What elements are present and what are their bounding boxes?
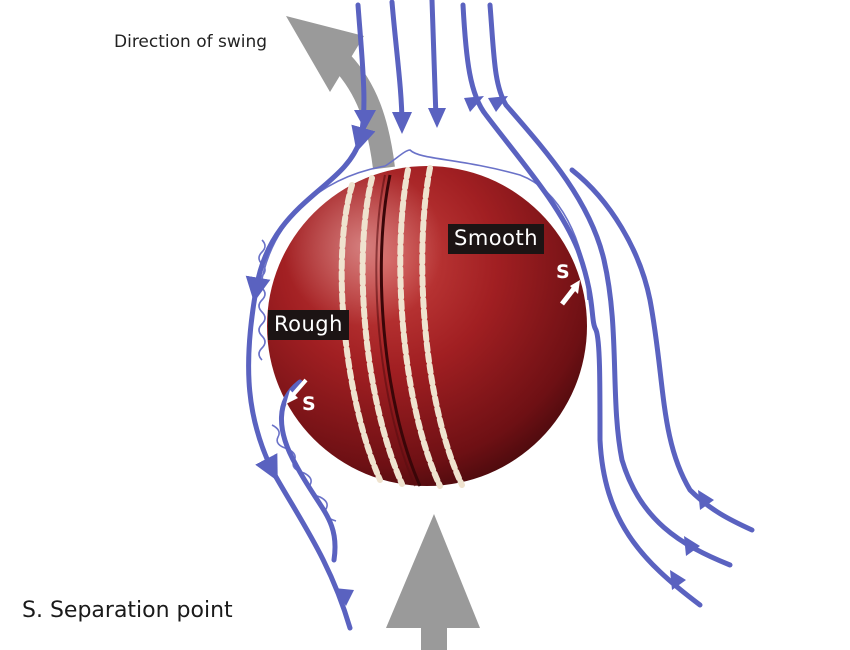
separation-arrow-left-icon <box>286 378 308 404</box>
separation-point-right: S <box>556 261 570 283</box>
incoming-air-arrow-icon <box>386 514 480 650</box>
direction-of-swing-label: Direction of swing <box>114 32 268 52</box>
streamline-top-1 <box>389 0 405 128</box>
legend-separation-point: S. Separation point <box>22 598 233 623</box>
streamline-top-2 <box>429 0 439 121</box>
swing-direction-arrow-icon <box>286 16 395 170</box>
streamline-right-middle <box>487 2 733 568</box>
streamline-right-inner <box>460 2 703 608</box>
smooth-label: Smooth <box>448 224 545 254</box>
streamline-arrowheads <box>334 96 714 606</box>
streamline-right-outer <box>569 167 755 533</box>
rough-label: Rough <box>268 310 349 340</box>
separation-arrow-right-icon <box>560 280 580 306</box>
separation-point-left: S <box>302 393 316 415</box>
streamline-left-separation <box>279 379 338 563</box>
